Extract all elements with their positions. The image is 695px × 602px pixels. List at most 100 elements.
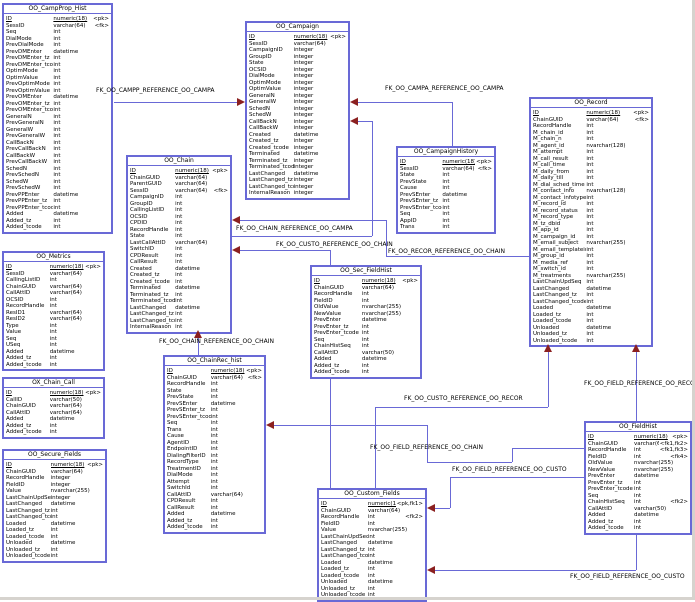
- relationship-line[interactable]: [198, 338, 199, 355]
- field-name: OptimMode: [6, 68, 38, 74]
- relationship-line[interactable]: [512, 448, 584, 449]
- relationship-line[interactable]: [232, 236, 372, 237]
- field-type: int: [361, 291, 369, 297]
- field-type: int: [442, 185, 450, 191]
- relationship-line[interactable]: [636, 352, 637, 421]
- relationship-line[interactable]: [358, 121, 372, 122]
- field-name: M_email_templateid: [533, 246, 587, 253]
- relationship-line[interactable]: [274, 425, 427, 426]
- field-key-marker: <fk1,fk3>: [659, 447, 688, 453]
- field-name: ChainGUID: [588, 440, 618, 447]
- field-name: OptimValue: [249, 86, 281, 92]
- relationship-line[interactable]: [427, 425, 428, 462]
- field-name: M_switch_id: [533, 266, 566, 272]
- relationship-line[interactable]: [548, 352, 549, 407]
- relationship-line[interactable]: [435, 570, 636, 571]
- field-name: Value: [6, 329, 22, 335]
- relationship-line[interactable]: [512, 448, 513, 462]
- relationship-line[interactable]: [450, 477, 584, 478]
- field-name: EndpointID: [167, 446, 198, 452]
- field-name: ChainHistSeq: [588, 499, 625, 505]
- field-name: SessID: [130, 187, 149, 194]
- field-type: int: [586, 246, 594, 253]
- field-type: varchar(64): [49, 270, 82, 277]
- field-name: Added_tz: [167, 517, 193, 524]
- relationship-line[interactable]: [427, 462, 512, 463]
- field-type: numeric(18): [50, 462, 85, 468]
- field-name: CampaignID: [130, 194, 164, 200]
- relationship-line[interactable]: [240, 220, 386, 221]
- relationship-line[interactable]: [636, 533, 637, 570]
- relationship-line[interactable]: [435, 508, 450, 509]
- relationship-line[interactable]: [375, 407, 376, 488]
- field-name: M_campaign_id: [533, 233, 576, 240]
- relationship-line[interactable]: [375, 407, 548, 408]
- field-type: datetime: [53, 191, 79, 198]
- relationship-line[interactable]: [372, 121, 373, 236]
- field-name: PrevSEnter_tcode: [400, 204, 442, 211]
- field-key-marker: <pk,fk1>: [396, 501, 423, 507]
- entity-oo_custom_fields[interactable]: OO_Custom_FieldsIDnumeric(18)<pk,fk1>Cha…: [317, 488, 427, 602]
- relationship-line[interactable]: [114, 102, 237, 103]
- field-key-marker: <pk>: [476, 159, 492, 165]
- field-type: int: [361, 330, 369, 336]
- field-name: USeq: [6, 342, 21, 348]
- relationship-line[interactable]: [358, 102, 452, 103]
- field-type: integer: [293, 190, 314, 196]
- relationship-line[interactable]: [450, 477, 451, 508]
- field-name: ID: [6, 390, 12, 396]
- field-name: Loaded_tcode: [533, 318, 572, 324]
- field-name: Attempt: [167, 478, 190, 485]
- relationship-line[interactable]: [386, 256, 529, 257]
- field-name: Added: [588, 512, 606, 518]
- relationship-line[interactable]: [240, 250, 330, 251]
- field-type: datetime: [293, 151, 319, 157]
- field-name: SchedN: [249, 105, 270, 112]
- field-name: GeneralW: [249, 99, 277, 105]
- field-type: int: [175, 317, 183, 324]
- field-type: int: [586, 220, 594, 227]
- field-key-marker: <fk>: [247, 374, 262, 381]
- field-type: int: [210, 413, 218, 420]
- field-key-marker: <pk>: [330, 34, 346, 40]
- relationship-line[interactable]: [386, 220, 387, 256]
- relationship-line[interactable]: [452, 102, 453, 146]
- relationship-label: FK_OO_CHAIN_REFERENCE_OO_CAMPA: [236, 225, 353, 232]
- field-type: int: [367, 514, 376, 520]
- field-name: Seq: [588, 492, 599, 499]
- field-name: GeneralN: [6, 113, 32, 120]
- field-name: Created_tz: [130, 272, 160, 278]
